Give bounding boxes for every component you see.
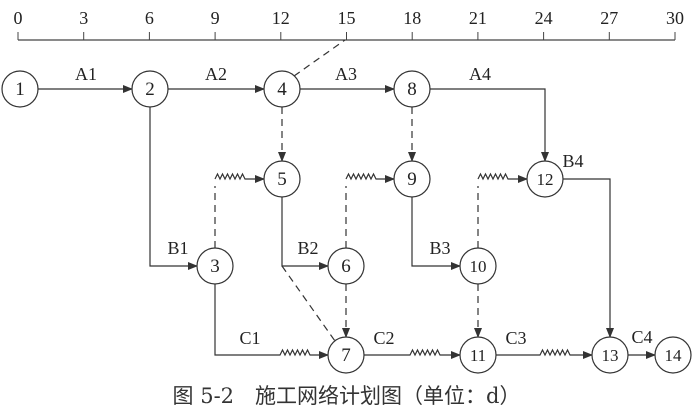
node-label-11: 11 xyxy=(470,346,486,365)
node-circle-6 xyxy=(327,247,365,285)
activity-arrow-C2 xyxy=(364,348,461,359)
axis-tick-label: 12 xyxy=(272,8,290,28)
activity-label-B4: B4 xyxy=(562,151,583,171)
node-label-5: 5 xyxy=(277,169,287,190)
node-label-3: 3 xyxy=(210,256,220,277)
node-label-4: 4 xyxy=(277,79,287,100)
node-label-6: 6 xyxy=(341,256,351,277)
figure-caption: 图 5-2 施工网络计划图（单位：d） xyxy=(172,384,521,408)
axis-tick-label: 3 xyxy=(79,8,88,28)
node-circle-5 xyxy=(263,160,301,198)
node-label-9: 9 xyxy=(407,169,417,190)
node-circle-13 xyxy=(591,336,629,374)
axis-tick-label: 18 xyxy=(403,8,421,28)
axis-tick-label: 9 xyxy=(211,8,220,28)
free-float-wave-12 xyxy=(477,172,528,183)
node-label-8: 8 xyxy=(407,79,417,100)
node-circle-7 xyxy=(327,336,365,374)
node-circle-2 xyxy=(131,70,169,108)
axis-tick-label: 27 xyxy=(600,8,618,28)
activity-arrow-C3 xyxy=(496,348,593,359)
node-circle-8 xyxy=(393,70,431,108)
activity-label-B2: B2 xyxy=(297,238,318,258)
dummy-arrow-5-7 xyxy=(281,265,336,342)
node-label-1: 1 xyxy=(15,79,25,100)
node-circle-14 xyxy=(654,336,692,374)
check-line-day-15 xyxy=(293,39,346,77)
activity-label-A2: A2 xyxy=(205,64,227,84)
activity-arrow-B1 xyxy=(149,107,198,270)
node-label-12: 12 xyxy=(537,170,554,189)
axis-tick-label: 30 xyxy=(666,8,684,28)
activity-arrow-B3 xyxy=(411,197,461,270)
activity-label-C3: C3 xyxy=(505,328,526,348)
node-label-10: 10 xyxy=(470,257,487,276)
axis-tick-label: 0 xyxy=(14,8,23,28)
node-label-2: 2 xyxy=(145,79,155,100)
node-circle-10 xyxy=(459,247,497,285)
activity-arrow-B4 xyxy=(563,178,614,338)
activity-label-C2: C2 xyxy=(373,328,394,348)
node-circle-12 xyxy=(526,160,564,198)
axis-tick-label: 6 xyxy=(145,8,154,28)
axis-tick-label: 15 xyxy=(338,8,356,28)
free-float-wave-5 xyxy=(214,172,265,183)
node-label-13: 13 xyxy=(602,346,619,365)
node-label-14: 14 xyxy=(665,346,683,365)
activity-label-C4: C4 xyxy=(631,327,652,347)
node-circle-9 xyxy=(393,160,431,198)
axis-tick-label: 21 xyxy=(469,8,487,28)
node-circle-3 xyxy=(196,247,234,285)
activity-label-B3: B3 xyxy=(429,238,450,258)
node-circle-11 xyxy=(459,336,497,374)
node-label-7: 7 xyxy=(341,345,351,366)
free-float-wave-9 xyxy=(345,172,395,183)
activity-label-A1: A1 xyxy=(75,64,97,84)
activity-arrow-A4 xyxy=(430,88,549,162)
axis-tick-label: 24 xyxy=(535,8,553,28)
activity-label-B1: B1 xyxy=(167,238,188,258)
node-circle-1 xyxy=(1,70,39,108)
activity-label-A4: A4 xyxy=(469,64,491,84)
node-circle-4 xyxy=(263,70,301,108)
activity-label-A3: A3 xyxy=(335,64,357,84)
activity-label-C1: C1 xyxy=(239,328,260,348)
activity-arrow-C1 xyxy=(214,284,329,359)
